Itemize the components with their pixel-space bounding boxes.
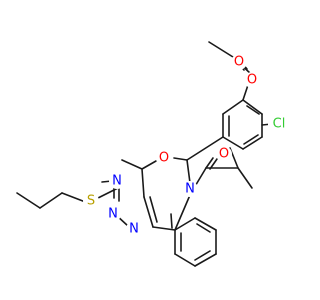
atom-label: N (185, 182, 195, 197)
bond (174, 253, 196, 267)
atom-label: N (129, 222, 139, 237)
atom-label: O (247, 73, 257, 88)
atom-label: Cl (273, 117, 286, 132)
atom-cl: Cl (268, 116, 290, 132)
atom-label: N (112, 174, 122, 189)
bond-layer (16, 41, 273, 267)
bond (170, 213, 173, 229)
bond (208, 41, 234, 58)
bond (222, 99, 244, 115)
bond (121, 159, 143, 170)
bond (242, 84, 249, 101)
bond (149, 196, 158, 223)
atom-n-triazine-c: N (126, 221, 142, 237)
bond (141, 160, 157, 170)
atom-s-thioether: S (83, 193, 99, 209)
bond (242, 99, 263, 115)
atom-label-layer: O O Cl O N O N N (83, 54, 290, 237)
bond (194, 217, 217, 231)
bond (246, 105, 260, 115)
atom-label: O (234, 55, 244, 70)
bond (194, 250, 211, 261)
bond (39, 192, 63, 209)
bond (173, 157, 188, 161)
bond (16, 192, 41, 209)
atom-label: N (108, 207, 118, 222)
atom-o-amide: O (216, 146, 232, 162)
atom-label: O (159, 151, 169, 166)
atom-label: S (87, 194, 95, 209)
bond (186, 159, 191, 184)
bond (243, 134, 259, 145)
bond (205, 157, 214, 169)
bond (186, 136, 224, 161)
bond (141, 168, 145, 198)
atom-label: O (219, 147, 229, 162)
atom-o-ring: O (156, 150, 172, 166)
bond (222, 136, 244, 150)
bond (174, 194, 191, 231)
bond (237, 167, 253, 189)
bond (152, 226, 176, 231)
bond (209, 158, 218, 170)
bond (194, 253, 217, 267)
atom-o-carbonyl-acetoxy: O (231, 54, 247, 70)
bond (242, 136, 263, 150)
atom-n-amide: N (182, 181, 198, 197)
atom-o-ester: O (244, 72, 260, 88)
bond (196, 223, 211, 233)
bond (174, 217, 196, 231)
bond (143, 196, 154, 228)
atom-n-triazine-b: N (105, 206, 121, 222)
molecule-structure: O O Cl O N O N N (16, 41, 290, 267)
atom-n-triazine-a: N (109, 173, 125, 189)
